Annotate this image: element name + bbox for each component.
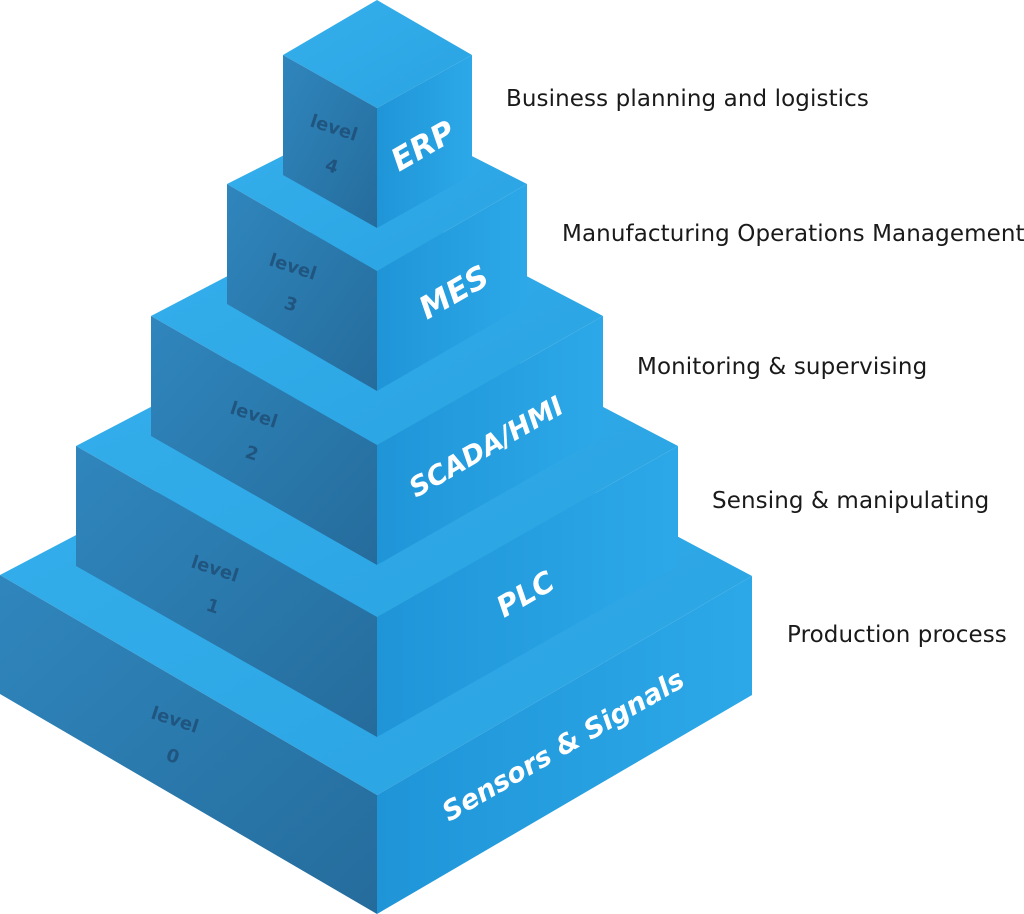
level-3-number: 3 bbox=[281, 293, 299, 317]
tier-level-4 bbox=[283, 0, 472, 228]
level-0-number: 0 bbox=[163, 745, 181, 769]
tier-4-right-face bbox=[377, 55, 472, 228]
description-level-3: Manufacturing Operations Management bbox=[562, 221, 1024, 247]
tier-4-left-face bbox=[283, 55, 377, 228]
tier-1-left-face bbox=[76, 446, 377, 737]
description-level-1: Sensing & manipulating bbox=[712, 488, 990, 514]
tier-0-right-face bbox=[377, 576, 752, 914]
level-1-number: 1 bbox=[203, 595, 221, 619]
description-level-4: Business planning and logistics bbox=[506, 86, 870, 112]
description-level-2: Monitoring & supervising bbox=[637, 354, 928, 380]
tier-2-left-face bbox=[151, 316, 377, 565]
description-level-0: Production process bbox=[787, 622, 1007, 648]
tier-0-left-face bbox=[0, 575, 377, 914]
tier-4-top-face bbox=[283, 0, 472, 108]
tier-1-right-face bbox=[377, 446, 678, 737]
tier-3-left-face bbox=[227, 184, 377, 391]
level-4-number: 4 bbox=[322, 155, 340, 179]
level-2-number: 2 bbox=[242, 442, 260, 466]
tier-3-right-face bbox=[377, 184, 527, 391]
tier-2-right-face bbox=[377, 316, 603, 565]
